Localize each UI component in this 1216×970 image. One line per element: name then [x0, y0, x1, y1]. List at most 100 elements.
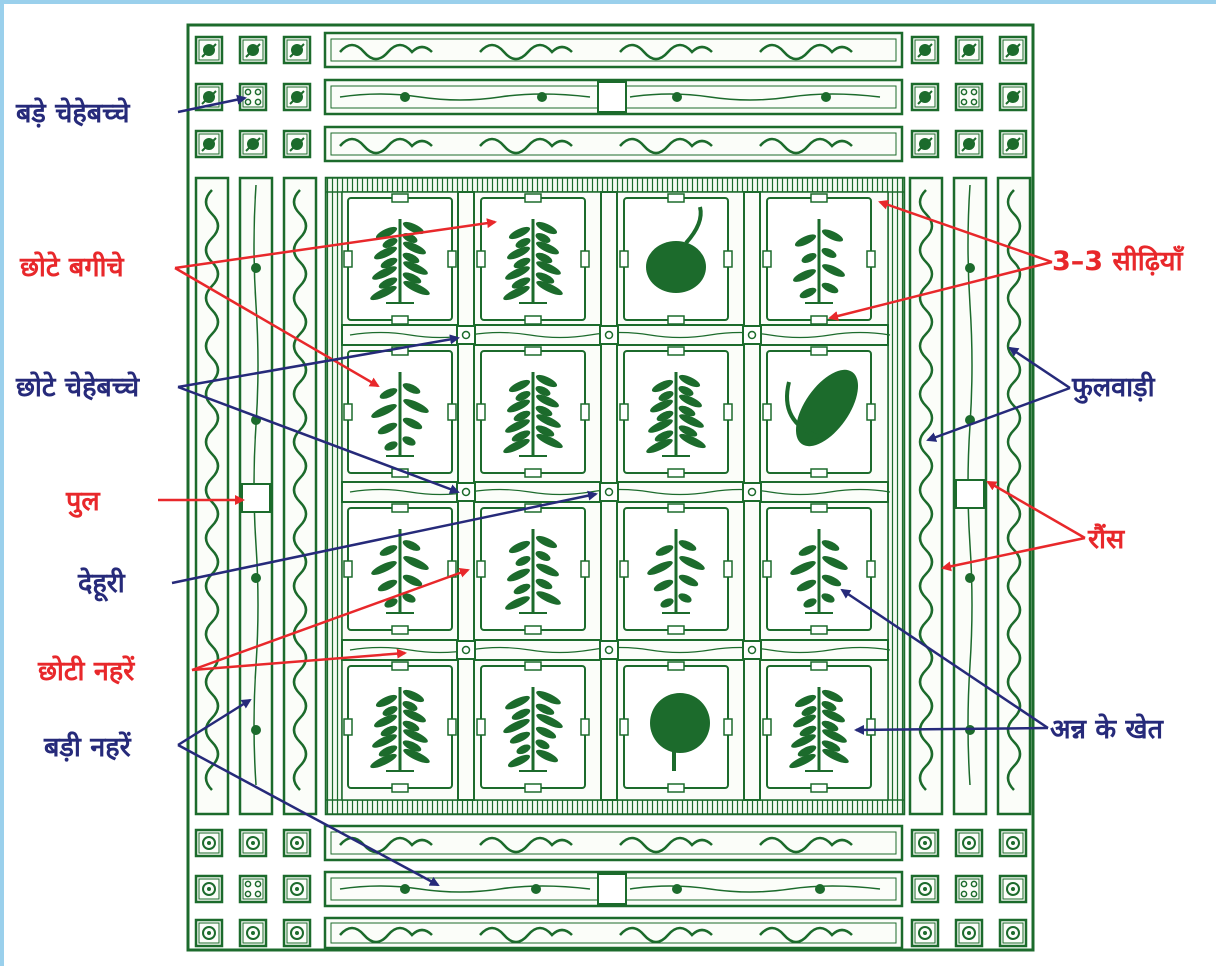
label-chhote-chehebachche: छोटे चेहेबच्चे: [15, 371, 140, 403]
corner-tile: [998, 828, 1028, 858]
arrow-chhoti-naharen-2: [191, 648, 407, 672]
label-pul: पुल: [65, 486, 101, 518]
corner-tile: [954, 35, 984, 65]
grass-stalk-icon: [790, 529, 848, 614]
small-reservoir: [456, 482, 476, 502]
corner-tile: [238, 35, 268, 65]
field-plot: [619, 503, 733, 635]
corner-tile: [282, 82, 312, 112]
corner-tile: [238, 874, 268, 904]
corner-tile: [194, 828, 224, 858]
leafy-shrub-icon: [647, 529, 705, 614]
corner-tile: [954, 874, 984, 904]
field-plot: [619, 661, 733, 793]
small-reservoir: [599, 482, 619, 502]
bottom-flower-border-lower: [323, 916, 904, 950]
berry-bush-icon: [370, 687, 430, 772]
right-flower-border-outer: [996, 176, 1032, 816]
seedling-icon: [505, 529, 561, 614]
wheat-stalk-icon: [371, 529, 429, 614]
label-chhote-bagiche: छोटे बगीचे: [19, 251, 125, 283]
corner-tile: [910, 918, 940, 948]
bottom-right-corner-tiles: [910, 828, 1028, 948]
arrow-rauns-2: [941, 536, 1086, 572]
corner-tile: [194, 918, 224, 948]
corner-tile: [238, 129, 268, 159]
small-reservoir: [456, 325, 476, 345]
sprig-icon: [503, 687, 563, 772]
corner-tile: [998, 35, 1028, 65]
arrow-rauns-1: [986, 480, 1086, 540]
small-reservoir: [456, 640, 476, 660]
flowering-stalk-icon: [793, 219, 845, 304]
top-left-corner-tiles: [194, 35, 312, 159]
arrow-badi-naharen-1: [177, 698, 252, 747]
field-plot: [762, 503, 876, 635]
label-chhoti-naharen: छोटी नहरें: [37, 655, 135, 687]
arrow-seedhiyan-1: [878, 199, 1053, 264]
labels: बड़े चेहेबच्चे छोटे बगीचे छोटे चेहेबच्चे…: [15, 97, 1185, 763]
corner-tile: [954, 82, 984, 112]
arrow-chhoti-naharen-1: [191, 568, 470, 672]
top-flower-border-upper: [323, 31, 904, 69]
left-flower-border-outer: [194, 176, 230, 816]
corner-tile: [194, 82, 224, 112]
corner-tile: [998, 129, 1028, 159]
corner-tile: [998, 918, 1028, 948]
field-plot: [343, 193, 457, 325]
corner-tile: [282, 918, 312, 948]
corner-tile: [194, 129, 224, 159]
corner-tile: [282, 35, 312, 65]
arrow-dehuri: [171, 490, 598, 585]
field-plot: [762, 346, 876, 478]
top-right-corner-tiles: [910, 35, 1028, 159]
small-reservoir: [599, 325, 619, 345]
corner-tile: [194, 35, 224, 65]
bottom-flower-border-upper: [323, 824, 904, 862]
small-reservoir: [599, 640, 619, 660]
aloe-plant-icon: [370, 219, 430, 304]
arrow-bade-chehebachche: [177, 94, 247, 114]
right-flower-border-inner: [908, 176, 944, 816]
corner-tile: [998, 82, 1028, 112]
corner-tile: [282, 874, 312, 904]
right-large-canal: [952, 176, 988, 816]
corner-tile: [238, 918, 268, 948]
herb-sprig-icon: [646, 372, 706, 457]
small-reservoir: [742, 325, 762, 345]
left-large-canal: [238, 176, 274, 816]
top-flower-border-lower: [323, 125, 904, 163]
corner-tile: [954, 918, 984, 948]
field-plot: [476, 503, 590, 635]
leaf-stalk-icon: [789, 687, 849, 772]
field-plot: [619, 346, 733, 478]
label-bade-chehebachche: बड़े चेहेबच्चे: [15, 97, 130, 129]
arrow-seedhiyan-2: [828, 260, 1053, 321]
left-flower-border-inner: [282, 176, 318, 816]
leafy-bush-icon: [503, 219, 563, 304]
arrow-chhote-chehebachche-1: [177, 334, 460, 389]
bottom-large-canal: [323, 870, 904, 908]
field-plot: [762, 661, 876, 793]
arrow-phulwadi-2: [926, 386, 1071, 442]
corner-tile: [282, 129, 312, 159]
field-plot: [476, 346, 590, 478]
corner-tile: [282, 828, 312, 858]
field-plot: [343, 503, 457, 635]
label-anna-ke-khet: अन्न के खेत: [1050, 713, 1165, 745]
arrow-badi-naharen-2: [177, 743, 440, 887]
small-reservoir: [742, 482, 762, 502]
field-plot: [762, 193, 876, 325]
corn-cob-icon: [785, 369, 859, 447]
label-badi-naharen: बड़ी नहरें: [43, 731, 132, 763]
label-rauns: रौंस: [1087, 523, 1126, 555]
field-plot: [343, 661, 457, 793]
field-plot: [343, 346, 457, 478]
corner-tile: [910, 828, 940, 858]
small-reservoir: [742, 640, 762, 660]
top-large-canal: [323, 78, 904, 116]
small-tree-icon: [503, 372, 563, 457]
corner-tile: [954, 129, 984, 159]
